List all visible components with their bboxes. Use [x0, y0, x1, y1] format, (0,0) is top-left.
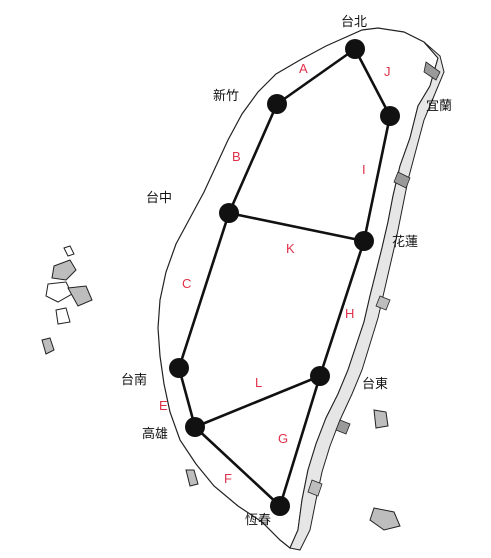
node-hualien [354, 231, 374, 251]
edge-b-line [227, 102, 279, 215]
orchid-island [369, 507, 401, 531]
node-taipei [345, 39, 365, 59]
edges [177, 47, 392, 508]
edge-g-line [278, 374, 322, 508]
city-label-taipei: 台北 [341, 15, 367, 30]
coast-ridge-3 [375, 295, 391, 311]
node-yilan [380, 106, 400, 126]
edge-label-b: B [232, 149, 241, 164]
node-hsinchu [267, 94, 287, 114]
taiwan-island-outline [157, 27, 439, 549]
edge-label-l: L [255, 375, 262, 390]
liuqiu-island [185, 469, 199, 487]
city-label-taitung: 台東 [362, 376, 388, 392]
edge-f-line [193, 425, 282, 508]
city-label-taichung: 台中 [146, 191, 172, 206]
east-coast-shading [289, 41, 445, 551]
penghu-islands [41, 245, 93, 355]
city-label-tainan: 台南 [121, 372, 147, 388]
coast-ridge-5 [307, 479, 323, 497]
city-label-kaohsiung: 高雄 [142, 426, 168, 442]
city-label-hualien: 花蓮 [392, 234, 418, 250]
node-taichung [219, 203, 239, 223]
edge-label-i: I [362, 162, 366, 177]
edge-label-e: E [159, 398, 168, 413]
node-taitung [310, 366, 330, 386]
node-kaohsiung [185, 417, 205, 437]
city-label-hengchun: 恆春 [245, 513, 271, 528]
edge-j-line [353, 47, 392, 118]
green-island [373, 409, 389, 429]
coast-ridge-4 [335, 419, 351, 435]
edge-label-g: G [278, 431, 288, 446]
edge-label-c: C [182, 276, 191, 291]
edge-label-k: K [286, 241, 295, 256]
edge-label-f: F [224, 471, 232, 486]
edge-label-a: A [299, 61, 308, 76]
edge-i-line [362, 114, 392, 243]
edge-l-line [193, 374, 322, 429]
node-hengchun [270, 496, 290, 516]
edge-label-j: J [384, 64, 391, 79]
city-label-hsinchu: 新竹 [213, 88, 239, 104]
edge-c-line [177, 211, 231, 370]
edge-k-line [227, 211, 366, 243]
nodes [169, 39, 400, 516]
edge-h-line [318, 239, 366, 378]
edge-e-line [177, 366, 197, 429]
coast-ridge-1 [423, 61, 441, 81]
coast-ridge-2 [393, 171, 411, 189]
edge-label-h: H [345, 306, 354, 321]
node-tainan [169, 358, 189, 378]
edge-a-line [275, 47, 357, 106]
city-label-yilan: 宜蘭 [426, 98, 452, 114]
